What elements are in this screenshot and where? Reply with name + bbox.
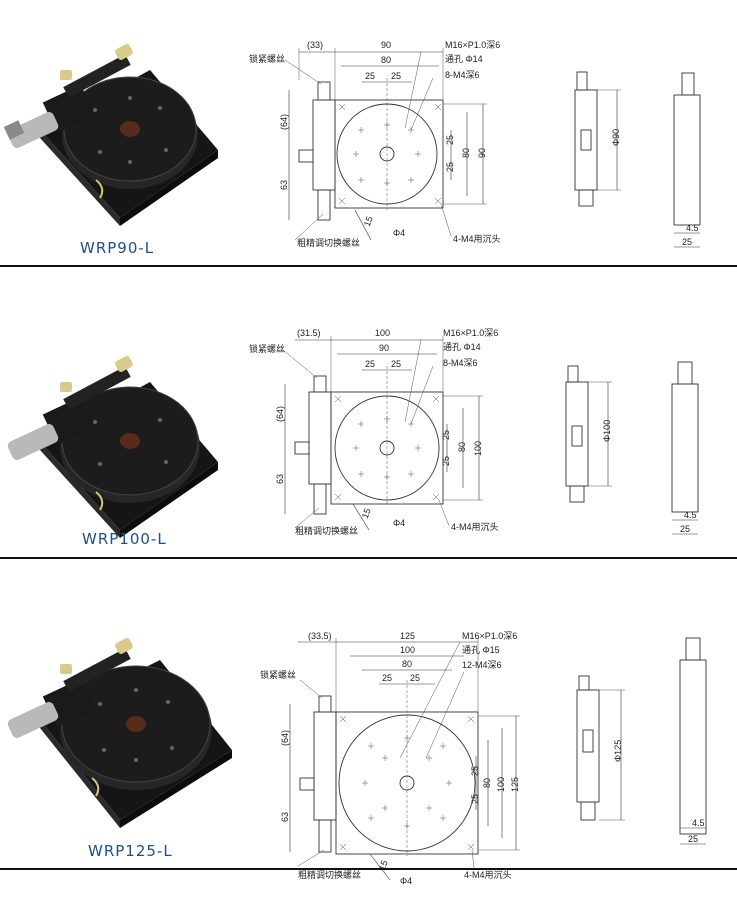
model-label: WRP100-L xyxy=(82,530,167,548)
side-dim-b: 25 xyxy=(445,162,455,172)
height-lower-dim: 63 xyxy=(279,180,289,190)
model-label: WRP125-L xyxy=(88,842,173,860)
height-upper-dim: (64) xyxy=(275,406,285,422)
tapped-holes-label: 8-M4深6 xyxy=(443,358,478,368)
through-hole-label: 通孔 Φ15 xyxy=(462,645,500,655)
side-view-drawing: 4.5 25 xyxy=(673,72,701,248)
thread-spec-label: M16×P1.0深6 xyxy=(443,328,498,338)
side-view-drawing: 4.5 25 xyxy=(679,637,707,845)
spacing-b-dim: 25 xyxy=(391,71,401,81)
spacing-a-dim: 25 xyxy=(365,359,375,369)
thick-b-dim: 25 xyxy=(682,237,692,247)
width-outer-dim: 125 xyxy=(400,631,415,641)
hole-dim: Φ4 xyxy=(400,876,412,886)
product-photo xyxy=(7,356,218,538)
thick-a-dim: 4.5 xyxy=(684,510,697,520)
product-photo xyxy=(3,44,218,226)
height-upper-dim: (64) xyxy=(279,114,289,130)
side-dim-d: 90 xyxy=(477,148,487,158)
thick-b-dim: 25 xyxy=(680,524,690,534)
thick-a-dim: 4.5 xyxy=(686,223,699,233)
stage-section-2: WRP100-L (31.5) xyxy=(0,292,737,557)
tapped-holes-label: 12-M4深6 xyxy=(462,660,502,670)
top-view-drawing: (33.5) 125 100 80 25 25 M16×P1.0深6 通孔 Φ1… xyxy=(260,631,520,886)
lock-screw-label: 锁紧螺丝 xyxy=(260,669,296,680)
side-dim-b: 25 xyxy=(470,794,480,804)
cb-holes-label: 4-M4用沉头 xyxy=(451,522,499,532)
stage-section-1: WRP90-L xyxy=(0,0,737,265)
bottom-dim: 15 xyxy=(360,507,373,520)
tapped-holes-label: 8-M4深6 xyxy=(445,70,480,80)
cb-holes-label: 4-M4用沉头 xyxy=(464,870,512,880)
product-photo xyxy=(7,638,232,828)
diameter-dim: Φ90 xyxy=(611,129,621,146)
bottom-dim: 15 xyxy=(362,215,375,228)
side-dim-a: 25 xyxy=(441,430,451,440)
height-lower-dim: 63 xyxy=(280,812,290,822)
lock-screw-label: 锁紧螺丝 xyxy=(249,343,285,354)
adjust-screw-label: 粗精调切换螺丝 xyxy=(297,237,360,248)
section-divider xyxy=(0,868,737,870)
through-hole-label: 通孔 Φ14 xyxy=(445,54,483,64)
lock-screw-label: 锁紧螺丝 xyxy=(249,53,285,64)
adjust-screw-label: 粗精调切换螺丝 xyxy=(298,869,361,880)
spacing-a-dim: 25 xyxy=(365,71,375,81)
hole-dim: Φ4 xyxy=(393,518,405,528)
thread-spec-label: M16×P1.0深6 xyxy=(445,40,500,50)
thick-a-dim: 4.5 xyxy=(692,818,705,828)
front-view-drawing: Φ100 xyxy=(565,365,612,503)
spacing-b-dim: 25 xyxy=(410,673,420,683)
height-upper-dim: (64) xyxy=(280,730,290,746)
cb-holes-label: 4-M4用沉头 xyxy=(453,234,501,244)
section-divider xyxy=(0,557,737,559)
thread-spec-label: M16×P1.0深6 xyxy=(462,631,517,641)
through-hole-label: 通孔 Φ14 xyxy=(443,342,481,352)
width-outer-dim: 90 xyxy=(381,40,391,50)
height-lower-dim: 63 xyxy=(275,474,285,484)
width-mid-dim: 100 xyxy=(400,645,415,655)
width-inner-dim: 80 xyxy=(381,55,391,65)
width-inner-dim: 80 xyxy=(402,659,412,669)
section-divider xyxy=(0,265,737,267)
side-dim-e: 125 xyxy=(510,777,520,792)
front-view-drawing: Φ90 xyxy=(574,71,621,207)
front-view-drawing: Φ125 xyxy=(576,675,625,821)
side-dim-d: 100 xyxy=(473,441,483,456)
width-outer-dim: 100 xyxy=(375,328,390,338)
top-view-drawing: (31.5) 100 90 25 25 M16×P1.0深6 通孔 Φ14 8-… xyxy=(249,328,499,536)
offset-dim: (33) xyxy=(307,40,323,50)
side-dim-c: 80 xyxy=(457,442,467,452)
side-dim-c: 80 xyxy=(482,778,492,788)
side-view-drawing: 4.5 25 xyxy=(671,361,699,535)
model-label: WRP90-L xyxy=(80,239,155,257)
side-dim-a: 25 xyxy=(470,766,480,776)
side-dim-a: 25 xyxy=(445,135,455,145)
spacing-a-dim: 25 xyxy=(382,673,392,683)
offset-dim: (31.5) xyxy=(297,328,321,338)
side-dim-d: 100 xyxy=(496,777,506,792)
adjust-screw-label: 粗精调切换螺丝 xyxy=(295,525,358,536)
stage-section-3: WRP125-L xyxy=(0,600,737,886)
side-dim-c: 80 xyxy=(461,148,471,158)
side-dim-b: 25 xyxy=(441,456,451,466)
diameter-dim: Φ100 xyxy=(602,420,612,442)
spacing-b-dim: 25 xyxy=(391,359,401,369)
diameter-dim: Φ125 xyxy=(613,740,623,762)
width-inner-dim: 90 xyxy=(379,343,389,353)
offset-dim: (33.5) xyxy=(308,631,332,641)
hole-dim: Φ4 xyxy=(393,228,405,238)
top-view-drawing: (33) 90 80 25 25 M16×P1.0深6 通孔 Φ14 8-M4深… xyxy=(249,40,501,248)
thick-b-dim: 25 xyxy=(688,834,698,844)
